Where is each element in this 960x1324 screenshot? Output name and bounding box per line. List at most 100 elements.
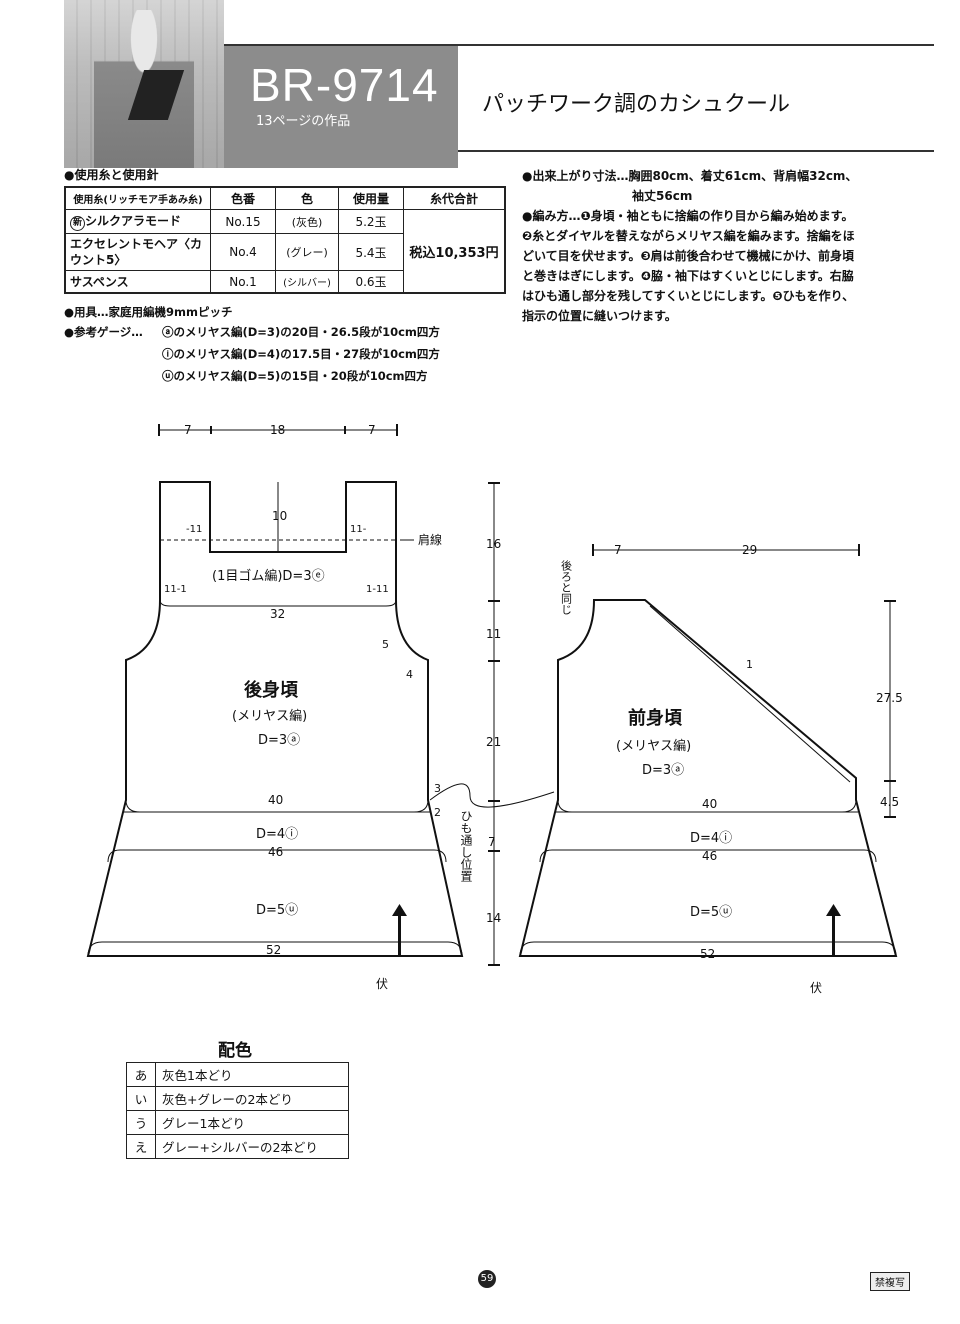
method-line: ●編み方…❶身頃・袖ともに捨編の作り目から編み始めます。	[522, 206, 942, 226]
yarn-name: エクセレントモヘア〈カウント5〉	[64, 233, 211, 271]
armhole-mark-4: 4	[406, 668, 413, 681]
cord-label: ひも通し位置	[459, 810, 473, 882]
dim-tick	[858, 544, 860, 556]
cord-arrow	[429, 783, 555, 808]
yarn-amount: 0.6玉	[338, 270, 404, 294]
yarn-number: No.1	[210, 270, 276, 294]
front-stitch: (メリヤス編)	[616, 738, 691, 754]
dim-tick	[488, 850, 500, 852]
tick-b: 11-	[350, 524, 367, 535]
dim-tick	[884, 816, 896, 818]
table-row: えグレー+シルバーの2本どり	[126, 1134, 349, 1159]
front-fuse: 伏	[810, 981, 822, 995]
size-line-2: 袖丈56cm	[632, 189, 693, 203]
shoulder-line-label: 肩線	[418, 532, 442, 547]
dim-tick	[488, 964, 500, 966]
front-dim-7: 7	[614, 543, 622, 557]
back-height-7: 7	[488, 835, 496, 849]
specs-block: ●出来上がり寸法…胸囲80cm、着丈61cm、背肩幅32cm、 袖丈56cm ●…	[522, 166, 942, 326]
yarn-section-heading: ●使用糸と使用針	[64, 168, 159, 182]
back-width-40: 40	[268, 793, 283, 807]
back-rib-label: (1目ゴム編)D=3ⓔ	[212, 568, 325, 584]
back-dim-7b: 7	[368, 423, 376, 437]
method-line: はひも通し部分を残してすくいとじにします。❺ひもを作り、	[522, 289, 855, 303]
front-width-46: 46	[702, 849, 717, 863]
yarn-amount: 5.4玉	[338, 233, 404, 271]
dim-tick	[158, 424, 160, 436]
tick-d: 1-11	[366, 584, 389, 595]
back-width-32: 32	[270, 607, 285, 621]
dim-tick	[210, 426, 212, 434]
gauge-line: ⓘのメリヤス編(D=4)の17.5目・27段が10cm四方	[162, 347, 440, 361]
color-value: グレー1本どり	[155, 1110, 349, 1135]
side-mark-3: 3	[434, 782, 441, 795]
color-table-title: 配色	[218, 1041, 252, 1061]
front-diagonal-line	[649, 605, 851, 783]
size-line: ●出来上がり寸法…胸囲80cm、着丈61cm、背肩幅32cm、	[522, 166, 942, 186]
front-line-52	[519, 941, 897, 957]
diag-mark: 1	[746, 658, 753, 671]
back-body-outline	[86, 481, 464, 957]
yarn-number: No.15	[210, 209, 276, 234]
back-dial-2: D=4ⓘ	[256, 827, 298, 842]
front-body-outline	[518, 599, 898, 957]
method-line: と巻きはぎにします。❹脇・袖下はすくいとじにします。右脇	[522, 269, 854, 283]
table-row: い灰色+グレーの2本どり	[126, 1086, 349, 1111]
front-width-52: 52	[700, 947, 715, 961]
back-width-46: 46	[268, 845, 283, 859]
color-key: あ	[126, 1062, 156, 1087]
yarn-table: 使用糸(リッチモア手あみ糸) 色番 色 使用量 糸代合計 新シルクアラモード N…	[64, 186, 506, 294]
front-dial-3: D=5ⓤ	[690, 905, 732, 920]
color-value: 灰色1本どり	[155, 1062, 349, 1087]
yarn-name-cell: 新シルクアラモード	[64, 209, 211, 234]
dim-tick	[488, 600, 500, 602]
gauge-line: ⓤのメリヤス編(D=5)の15目・20段が10cm四方	[162, 369, 428, 383]
table-row: うグレー1本どり	[126, 1110, 349, 1135]
back-width-52: 52	[266, 943, 281, 957]
pattern-subcode: 13ページの作品	[256, 114, 351, 129]
front-arrow-head	[826, 904, 841, 916]
col-yarn: 使用糸(リッチモア手あみ糸)	[64, 186, 211, 210]
title-band	[224, 44, 458, 168]
front-direction-arrow	[832, 910, 835, 956]
dim-tick	[884, 780, 896, 782]
tick-c: 11-1	[164, 584, 187, 595]
back-neck-depth: 10	[272, 509, 287, 523]
back-fuse: 伏	[376, 977, 388, 991]
back-title: 後身頃	[244, 679, 299, 701]
front-dim-29: 29	[742, 543, 757, 557]
front-dial: D=3ⓐ	[642, 763, 684, 778]
table-row: 新シルクアラモード No.15 (灰色) 5.2玉 税込10,353円	[64, 209, 506, 294]
dim-tick	[884, 600, 896, 602]
method-label: ●編み方…	[522, 209, 581, 223]
back-line-52	[87, 941, 463, 957]
back-rib-line	[159, 599, 397, 607]
table-row: あ灰色1本どり	[126, 1062, 349, 1087]
back-height-14: 14	[486, 911, 501, 925]
front-title: 前身頃	[628, 707, 683, 729]
back-height-11: 11	[486, 627, 501, 641]
size-text: 胸囲80cm、着丈61cm、背肩幅32cm、	[628, 169, 858, 183]
back-line-46	[107, 849, 447, 863]
dim-tick	[344, 426, 346, 434]
col-total: 糸代合計	[403, 186, 506, 210]
yarn-total: 税込10,353円	[403, 209, 506, 294]
back-height-16: 16	[486, 537, 501, 551]
back-dim-7a: 7	[184, 423, 192, 437]
back-height-21: 21	[486, 735, 501, 749]
front-dial-2: D=4ⓘ	[690, 831, 732, 846]
dim-tick	[488, 482, 500, 484]
dim-tick	[488, 660, 500, 662]
front-height-4: 4.5	[880, 795, 899, 809]
table-row: エクセレントモヘア〈カウント5〉 No.4 (グレー) 5.4玉	[64, 233, 505, 271]
yarn-color: (シルバー)	[275, 270, 339, 294]
method-line: ❷糸とダイヤルを替えながらメリヤス編を編みます。捨編をほ	[522, 229, 855, 243]
side-mark-2: 2	[434, 806, 441, 819]
color-table: あ灰色1本どり い灰色+グレーの2本どり うグレー1本どり えグレー+シルバーの…	[126, 1062, 349, 1159]
color-key: い	[126, 1086, 156, 1111]
dim-tick	[396, 424, 398, 436]
size-label: ●出来上がり寸法…	[522, 169, 629, 183]
model-photo	[64, 0, 224, 168]
col-amount: 使用量	[338, 186, 404, 210]
gauge-line: ⓐのメリヤス編(D=3)の20目・26.5段が10cm四方	[162, 325, 440, 339]
